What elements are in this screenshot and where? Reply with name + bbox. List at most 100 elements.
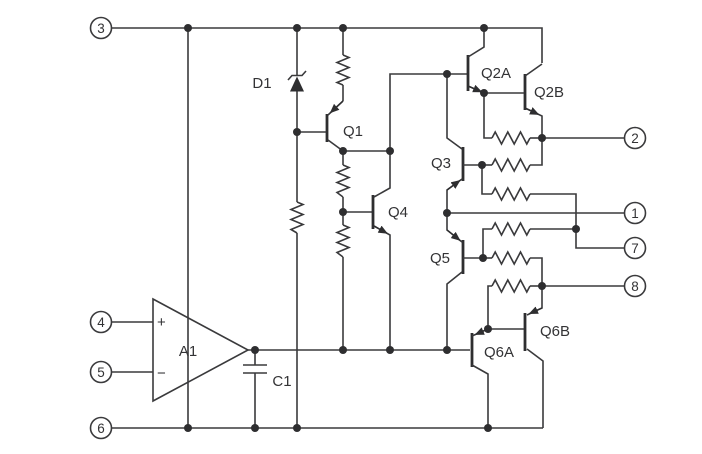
pin-circle xyxy=(89,360,113,384)
capacitor-c1: C1 xyxy=(243,350,292,428)
opamp-minus-sign: − xyxy=(157,365,166,382)
junction-dot xyxy=(251,346,259,354)
zener-label: D1 xyxy=(252,75,271,92)
q2b-label: Q2B xyxy=(534,84,564,101)
opamp-triangle xyxy=(152,297,250,403)
pin-number: 2 xyxy=(631,131,639,146)
q2b-collector-wire xyxy=(524,63,543,77)
q6b-emitter-arrow xyxy=(528,306,543,315)
junction-dot xyxy=(339,346,347,354)
pin-circle xyxy=(623,126,647,150)
junction-dot xyxy=(480,89,488,97)
resistor-zigzag xyxy=(491,278,531,294)
zener-cathode-bar xyxy=(287,70,307,81)
pin-circle xyxy=(623,274,647,298)
pin-terminal-8: 8 xyxy=(623,274,647,298)
q3-label: Q3 xyxy=(431,155,451,172)
resistor-zigzag xyxy=(491,186,531,202)
pin-number: 5 xyxy=(97,365,105,380)
q3-emitter-arrow xyxy=(446,180,461,191)
junction-dot xyxy=(538,134,546,142)
q6b-collector-wire xyxy=(526,348,544,428)
q5-emitter-wire xyxy=(446,213,463,243)
wires xyxy=(111,27,625,429)
junction-dot xyxy=(572,225,580,233)
pin-number: 8 xyxy=(631,279,639,294)
q1-emitter-arrow xyxy=(329,100,344,114)
q6a-collector-wire xyxy=(471,364,489,428)
pin-terminal-2: 2 xyxy=(623,126,647,150)
junction-dot xyxy=(484,325,492,333)
junction-dot xyxy=(478,161,486,169)
junction-dots xyxy=(184,24,580,432)
junction-dot xyxy=(184,24,192,32)
opamp-plus-sign: + xyxy=(157,314,166,331)
junction-dot xyxy=(443,70,451,78)
junction-dot xyxy=(293,128,301,136)
resistor-r4 xyxy=(334,224,352,350)
junction-dot xyxy=(184,424,192,432)
pin-terminal-3: 3 xyxy=(89,16,113,40)
q4-emitter-wire xyxy=(373,225,391,350)
transistor-q2b: Q2B xyxy=(484,63,564,138)
q6b-label: Q6B xyxy=(540,323,570,340)
q5-collector-wire xyxy=(446,271,463,350)
pin7-wire xyxy=(575,229,625,249)
transistor-q6a: Q6A xyxy=(470,327,514,428)
junction-dot xyxy=(538,282,546,290)
pin-number: 7 xyxy=(631,241,639,256)
q5-emitter-arrow xyxy=(446,229,461,241)
cap-label: C1 xyxy=(272,373,291,390)
pin-circle xyxy=(623,236,647,260)
q1-label: Q1 xyxy=(343,123,363,140)
junction-dot xyxy=(443,346,451,354)
transistor-q4: Q4 xyxy=(371,151,408,350)
bias-node-wires xyxy=(343,73,468,213)
transistor-q2a: Q2A xyxy=(466,28,511,94)
junction-dot xyxy=(251,424,259,432)
q4-collector-riser xyxy=(389,73,468,151)
junction-dot xyxy=(386,346,394,354)
resistor-zigzag xyxy=(491,250,531,266)
junction-dot xyxy=(293,24,301,32)
resistor-zigzag xyxy=(288,201,306,234)
opamp-a1: + − A1 xyxy=(152,297,250,403)
resistor-r8 xyxy=(482,221,576,258)
q5-label: Q5 xyxy=(430,250,450,267)
top-rail-wire xyxy=(111,27,543,63)
junction-dot xyxy=(339,147,347,155)
pin-terminal-5: 5 xyxy=(89,360,113,384)
resistor-zigzag xyxy=(334,224,352,258)
q6a-label: Q6A xyxy=(484,344,514,361)
junction-dot xyxy=(443,209,451,217)
pin-circle xyxy=(623,201,647,225)
resistor-zigzag xyxy=(334,54,352,86)
q2a-emitter-arrow xyxy=(467,84,483,93)
pin-terminal-4: 4 xyxy=(89,310,113,334)
resistor-r6 xyxy=(482,139,543,173)
pin-circle xyxy=(89,310,113,334)
resistor-r1 xyxy=(334,28,352,101)
resistor-r9 xyxy=(483,250,543,286)
resistor-zigzag xyxy=(491,221,531,237)
pin-number: 6 xyxy=(97,421,105,436)
transistor-q6b: Q6B xyxy=(488,286,570,428)
transistor-q1: Q1 xyxy=(297,100,363,152)
q4-label: Q4 xyxy=(388,204,408,221)
junction-dot xyxy=(339,24,347,32)
junction-dot xyxy=(293,424,301,432)
junction-dot xyxy=(480,24,488,32)
pin-circle xyxy=(89,416,113,440)
resistor-zigzag xyxy=(334,164,352,198)
transistor-q5: Q5 xyxy=(430,213,483,350)
pin-terminal-1: 1 xyxy=(623,201,647,225)
pin-terminal-6: 6 xyxy=(89,416,113,440)
q4-emitter-arrow xyxy=(373,225,388,234)
q2a-collector-wire xyxy=(467,28,485,58)
transistor-q3: Q3 xyxy=(431,74,482,213)
junction-dot xyxy=(386,147,394,155)
q2b-emitter-arrow xyxy=(524,107,540,116)
pin-number: 3 xyxy=(97,21,105,36)
